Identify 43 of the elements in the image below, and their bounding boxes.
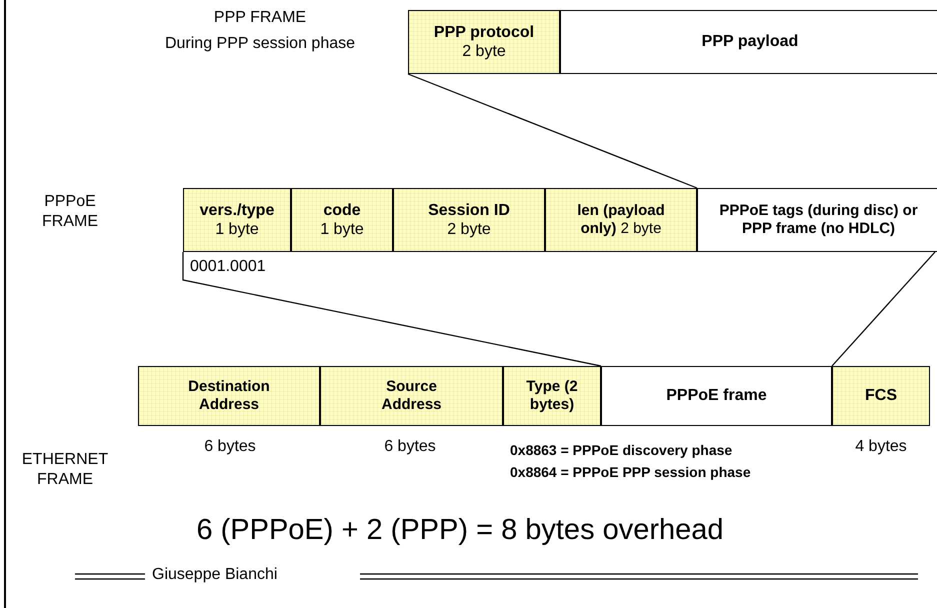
frame-field (393, 188, 545, 252)
expansion-line (182, 252, 602, 367)
field-name: Session ID (427, 200, 511, 220)
frame-field (601, 366, 832, 426)
expansion-line (408, 73, 698, 189)
frame-field (503, 366, 601, 426)
field-size: 4 bytes (854, 437, 908, 457)
field-name: vers./type (198, 200, 276, 220)
field-name: Source Address (380, 378, 443, 414)
field-name: PPP payload (700, 32, 800, 52)
type-value: 0x8864 = PPPoE PPP session phase (510, 464, 752, 482)
field-name: PPP protocol (432, 22, 536, 42)
frame-title: ETHERNET FRAME (20, 450, 110, 490)
frame-field (408, 10, 560, 74)
field-size: 2 byte (461, 42, 507, 62)
field-size: 1 byte (214, 220, 260, 240)
author-name: Giuseppe Bianchi (152, 565, 278, 585)
frame-field (545, 188, 697, 252)
frame-title: PPPoE FRAME (41, 192, 99, 232)
overhead-formula: 6 (PPPoE) + 2 (PPP) = 8 bytes overhead (195, 513, 725, 548)
field-value: 0001.0001 (190, 257, 267, 277)
field-name: FCS (864, 386, 898, 406)
frame-field (320, 366, 503, 426)
expansion-line (832, 252, 936, 366)
field-name: Destination Address (187, 378, 271, 414)
field-size: 6 bytes (203, 437, 257, 457)
field-name: PPPoE frame (665, 386, 768, 406)
type-value: 0x8863 = PPPoE discovery phase (510, 442, 734, 460)
field-size: 1 byte (319, 220, 365, 240)
frame-field (138, 366, 320, 426)
frame-subtitle: During PPP session phase (164, 34, 356, 54)
field-size: 6 bytes (383, 437, 437, 457)
frame-field (697, 188, 937, 252)
field-name: Type (2 bytes) (525, 378, 579, 414)
frame-field (183, 188, 291, 252)
frame-field (291, 188, 393, 252)
field-size: 2 byte (446, 220, 492, 240)
frame-title: PPP FRAME (212, 8, 308, 28)
frame-field (832, 366, 930, 426)
field-name: len (payload only) 2 byte (576, 202, 666, 238)
field-name: PPPoE tags (during disc) or PPP frame (no HDLC) (718, 202, 919, 238)
frame-field (560, 10, 937, 74)
field-name: code (322, 200, 362, 220)
